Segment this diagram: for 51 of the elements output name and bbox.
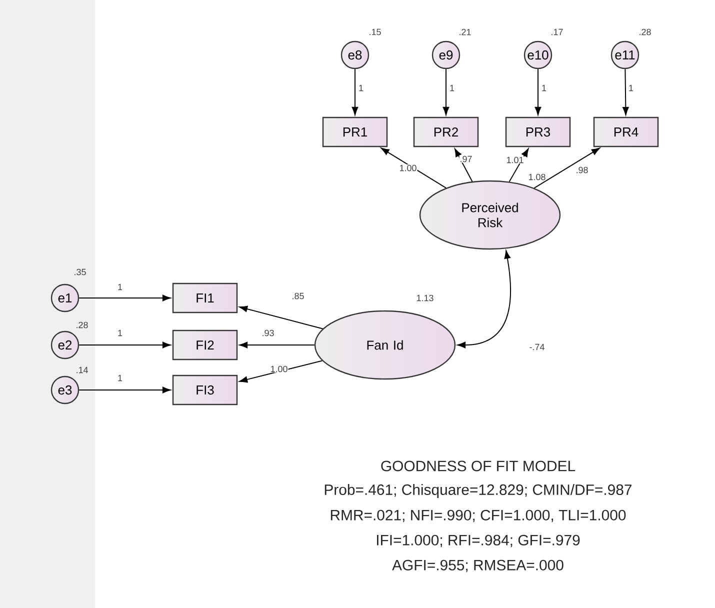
fit-statistics-text: AGFI=.955; RMSEA=.000 <box>392 560 564 572</box>
edge-label: 1 <box>542 84 546 92</box>
edge-label: 1 <box>118 284 122 290</box>
arrow <box>380 148 446 188</box>
observed-variable-box: FI2 <box>172 330 238 360</box>
edge-label: 1.00 <box>270 366 288 372</box>
arrow <box>442 68 450 116</box>
arrow <box>622 68 629 116</box>
arrow <box>508 148 529 182</box>
edge-label: .93 <box>262 330 274 336</box>
edge-label: 1 <box>629 84 634 92</box>
fit-statistics-text: IFI=1.000; RFI=.984; GFI=.979 <box>377 534 580 548</box>
arrow <box>239 360 323 383</box>
arrow <box>454 148 473 182</box>
edge-label: 1 <box>118 374 122 382</box>
arrow <box>534 148 600 189</box>
variance-value: 1.13 <box>416 294 434 302</box>
edge-label: .85 <box>292 292 304 300</box>
arrow <box>239 306 324 330</box>
arrow <box>78 386 171 394</box>
arrow <box>457 250 512 348</box>
observed-variable-box: PR3 <box>505 116 571 148</box>
edge-label: 1 <box>359 84 364 92</box>
arrow <box>78 342 171 348</box>
fit-statistics-text: GOODNESS OF FIT MODEL <box>381 460 576 472</box>
variance-value: 1.08 <box>528 174 546 180</box>
fit-statistics-text: RMR=.021; NFI=.990; CFI=1.000, TLI=1.000 <box>330 510 626 522</box>
arrow <box>534 68 542 116</box>
observed-variable-box: PR2 <box>413 116 479 148</box>
edge-label: .98 <box>576 166 588 174</box>
fit-statistics-text: Prob=.461; Chisquare=12.829; CMIN/DF=.987 <box>324 484 632 498</box>
arrow <box>239 342 315 348</box>
edge-label: -.74 <box>530 344 544 350</box>
edge-label: .97 <box>460 156 472 162</box>
arrow <box>78 294 171 302</box>
edge-label: 1 <box>118 330 122 336</box>
edge-label: 1 <box>450 84 454 92</box>
edge-label: 1.01 <box>506 156 524 164</box>
observed-variable-box: FI3 <box>172 374 238 406</box>
observed-variable-box: FI1 <box>172 282 238 314</box>
variance-value: .14 <box>76 366 88 374</box>
variance-value: .28 <box>640 28 651 36</box>
variance-value: .35 <box>74 268 86 276</box>
observed-variable-box: PR1 <box>322 116 388 148</box>
variance-value: .28 <box>76 322 88 328</box>
arrow <box>352 68 358 116</box>
edge-label: 1.00 <box>400 164 416 172</box>
variance-value: .15 <box>370 28 381 36</box>
variance-value: .17 <box>552 28 563 36</box>
variance-value: .21 <box>460 28 471 36</box>
observed-variable-box: PR4 <box>593 116 659 148</box>
